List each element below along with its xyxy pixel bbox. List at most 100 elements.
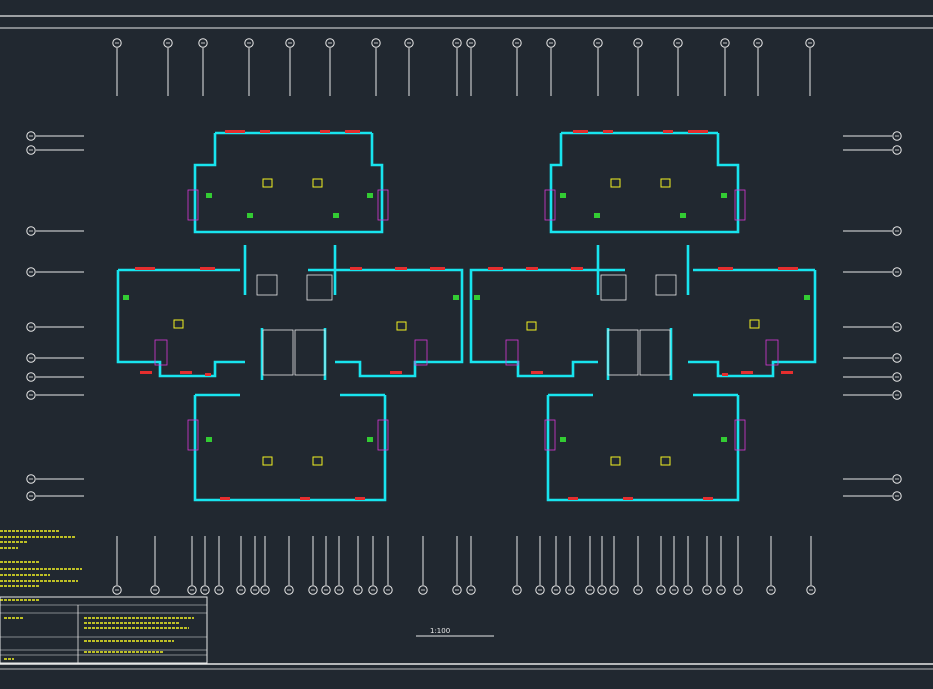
room-tag-left-2 <box>312 178 323 188</box>
room-tag-right-4 <box>526 321 537 331</box>
grid-top-13-bubble <box>593 38 603 48</box>
window-right-16 <box>568 497 578 500</box>
grid-bottom-11-bubble <box>321 585 331 595</box>
grid-bottom-23-bubble <box>585 585 595 595</box>
grid-left-2-bubble <box>26 145 36 155</box>
grid-bottom-5-bubble <box>214 585 224 595</box>
grid-bottom-8-bubble <box>260 585 270 595</box>
grid-top-16-bubble <box>720 38 730 48</box>
grid-bottom-4-bubble <box>200 585 210 595</box>
grid-left-3-bubble <box>26 226 36 236</box>
fixture-left-4 <box>367 193 373 198</box>
grid-bottom-34-bubble <box>806 585 816 595</box>
grid-bottom-6-bubble <box>236 585 246 595</box>
room-tag-left-5 <box>262 456 273 466</box>
grid-left-9-bubble <box>26 474 36 484</box>
window-right-5 <box>778 267 798 270</box>
grid-top-8-bubble <box>404 38 414 48</box>
grid-bottom-25-bubble <box>609 585 619 595</box>
grid-bottom-22-bubble <box>565 585 575 595</box>
grid-top-10-bubble <box>466 38 476 48</box>
grid-right-10-bubble <box>892 491 902 501</box>
grid-bottom-21-bubble <box>551 585 561 595</box>
grid-bottom-28-bubble <box>669 585 679 595</box>
grid-left-5-bubble <box>26 322 36 332</box>
window-right-15 <box>623 497 633 500</box>
window-right-14 <box>703 497 713 500</box>
grid-right-9-bubble <box>892 474 902 484</box>
grid-top-15-bubble <box>673 38 683 48</box>
window-left-16 <box>355 497 365 500</box>
grid-right-6-bubble <box>892 353 902 363</box>
fixture-right-5 <box>804 295 810 300</box>
wall-left-1 <box>193 133 300 234</box>
window-left-6 <box>200 267 215 270</box>
wall-left-2 <box>300 133 384 234</box>
grid-bottom-16-bubble <box>418 585 428 595</box>
grid-top-14-bubble <box>633 38 643 48</box>
grid-bottom-7-bubble <box>250 585 260 595</box>
wall-left-5 <box>308 268 464 378</box>
window-right-9 <box>488 267 503 270</box>
grid-top-11-bubble <box>512 38 522 48</box>
wall-right-6 <box>546 395 740 502</box>
window-left-11 <box>180 371 192 374</box>
stair-left-3 <box>306 274 333 301</box>
balcony-left-2 <box>377 189 389 221</box>
window-right-2 <box>663 130 673 133</box>
drawing-frame <box>0 15 933 670</box>
plan-walls <box>116 131 817 502</box>
grid-top-12-bubble <box>546 38 556 48</box>
window-left-1 <box>225 130 245 133</box>
window-left-15 <box>300 497 310 500</box>
grid-bottom-27-bubble <box>656 585 666 595</box>
grid-bottom-13-bubble <box>353 585 363 595</box>
stair-right-4 <box>655 274 677 296</box>
window-left-4 <box>345 130 360 133</box>
balcony-right-4 <box>505 339 519 366</box>
window-right-3 <box>603 130 613 133</box>
window-right-8 <box>526 267 538 270</box>
grid-right-1-bubble <box>892 131 902 141</box>
window-left-7 <box>350 267 362 270</box>
fixture-right-2 <box>594 213 600 218</box>
window-right-10 <box>781 371 793 374</box>
grid-bottom-1-bubble <box>112 585 122 595</box>
fixture-left-3 <box>206 193 212 198</box>
grid-top-2-bubble <box>163 38 173 48</box>
grid-bottom-29-bubble <box>683 585 693 595</box>
grid-bottom-15-bubble <box>383 585 393 595</box>
grid-bottom-30-bubble <box>702 585 712 595</box>
grid-left-8-bubble <box>26 390 36 400</box>
window-left-14 <box>220 497 230 500</box>
grid-bottom-9-bubble <box>284 585 294 595</box>
window-left-13 <box>390 371 402 374</box>
wall-right-5 <box>469 268 625 378</box>
window-left-3 <box>320 130 330 133</box>
window-left-9 <box>430 267 445 270</box>
grid-bottom-19-bubble <box>512 585 522 595</box>
grid-bottom-2-bubble <box>150 585 160 595</box>
grid-top-7-bubble <box>371 38 381 48</box>
wall-right-8 <box>596 245 690 380</box>
window-right-4 <box>573 130 588 133</box>
drawing-title: 1:100 <box>430 627 450 635</box>
grid-bottom-31-bubble <box>716 585 726 595</box>
stair-right-2 <box>607 329 639 376</box>
grid-bottom-26-bubble <box>633 585 643 595</box>
window-right-12 <box>722 373 728 376</box>
grid-bottom-18-bubble <box>466 585 476 595</box>
room-tag-right-6 <box>610 456 621 466</box>
grid-left-6-bubble <box>26 353 36 363</box>
general-notes <box>0 530 82 601</box>
wall-left-4 <box>116 268 245 378</box>
balcony-right-2 <box>544 189 556 221</box>
grid-axis-right <box>843 131 902 501</box>
balcony-left-6 <box>377 419 389 451</box>
fixture-left-6 <box>453 295 459 300</box>
grid-right-2-bubble <box>892 145 902 155</box>
grid-left-7-bubble <box>26 372 36 382</box>
window-left-5 <box>135 267 155 270</box>
